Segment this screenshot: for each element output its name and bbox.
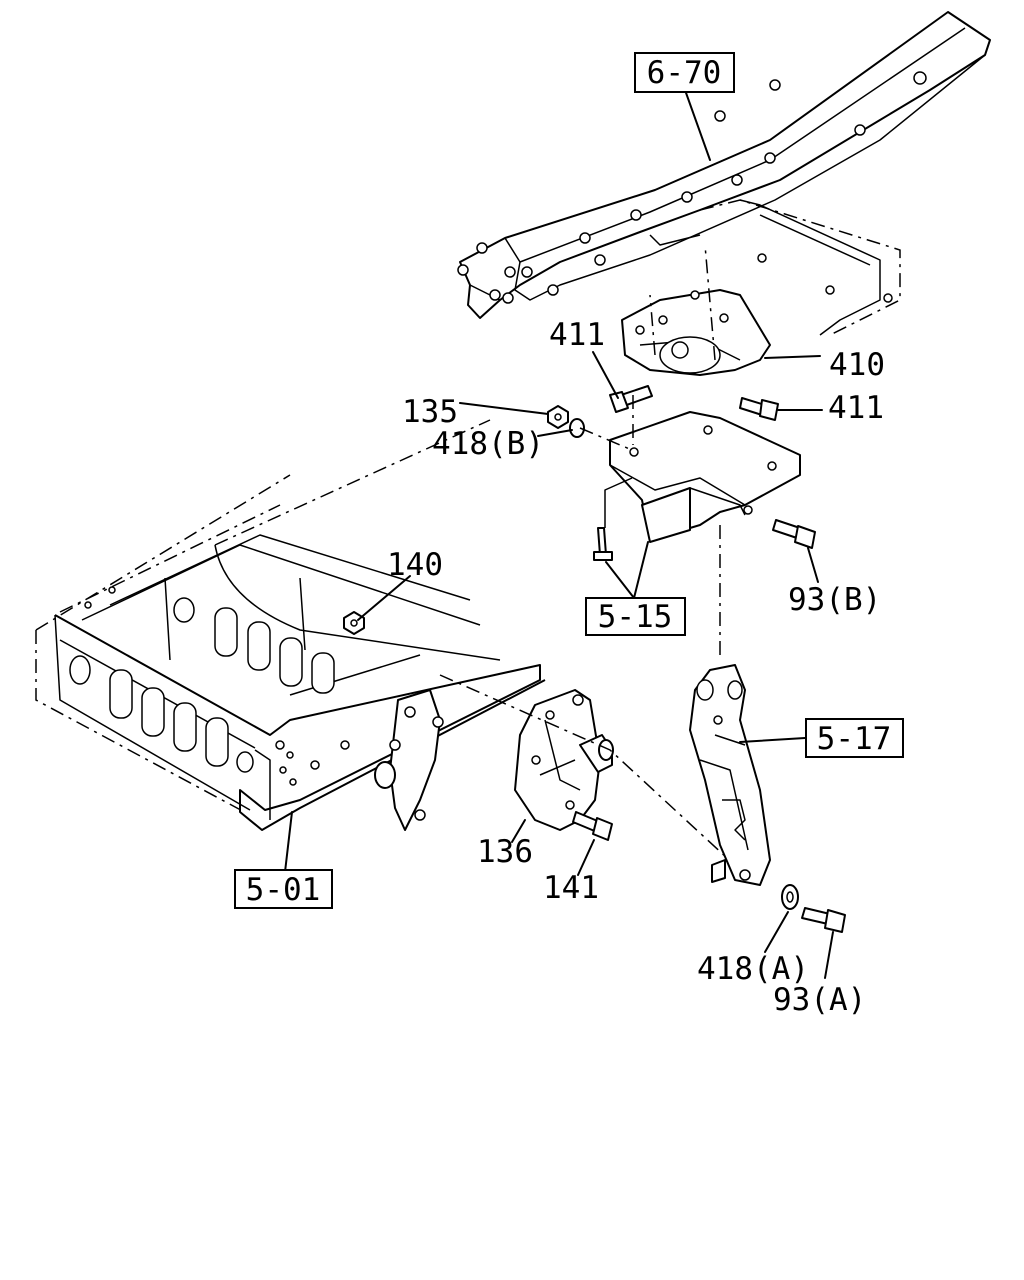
upper-frame-rail <box>457 11 991 336</box>
callout-418b: 418(B) <box>432 426 544 462</box>
callout-411-left: 411 <box>549 317 605 353</box>
callout-93b: 93(B) <box>788 582 881 618</box>
bracket-136 <box>439 674 741 871</box>
callout-135: 135 <box>402 394 458 430</box>
ref-box-6-70: 6-70 <box>634 52 735 93</box>
bolt-411-right <box>739 397 779 421</box>
washer-418b <box>569 418 585 438</box>
plate-5-15 <box>579 395 801 660</box>
callout-411-right: 411 <box>828 390 884 426</box>
callout-418a: 418(A) <box>697 951 809 987</box>
leader-lines <box>284 89 834 979</box>
ref-label-5-01: 5-01 <box>246 872 321 908</box>
ref-box-5-17: 5-17 <box>805 718 904 758</box>
bolt-93b <box>772 519 816 549</box>
ref-box-5-15: 5-15 <box>585 597 686 636</box>
bracket-410 <box>621 244 771 376</box>
callout-140: 140 <box>387 547 443 583</box>
callout-93a: 93(A) <box>773 982 866 1018</box>
lower-frame <box>35 419 546 831</box>
callout-410: 410 <box>829 347 885 383</box>
nut-140 <box>343 611 365 635</box>
callout-136: 136 <box>477 834 533 870</box>
ref-label-6-70: 6-70 <box>647 55 722 91</box>
ref-label-5-15: 5-15 <box>598 599 673 635</box>
callout-141: 141 <box>543 870 599 906</box>
bolt-93a <box>801 907 846 933</box>
washer-418a <box>781 884 799 910</box>
ref-box-5-01: 5-01 <box>234 869 333 909</box>
nut-135 <box>547 405 569 429</box>
bolt-141 <box>572 811 613 841</box>
ref-label-5-17: 5-17 <box>817 721 892 757</box>
shift-linkage-5-17 <box>689 664 771 886</box>
bolt-411-left <box>609 385 653 413</box>
